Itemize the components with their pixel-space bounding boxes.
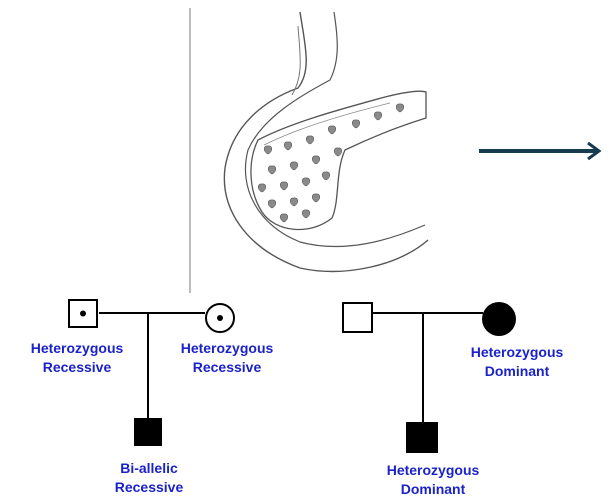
carrier-dot (217, 315, 223, 321)
child-affected-square (406, 422, 438, 453)
father-unaffected-square (343, 303, 372, 332)
label-line: Recessive (6, 358, 148, 377)
child-affected-square (134, 418, 162, 446)
right-child-label: Heterozygous Dominant (362, 461, 504, 499)
label-line: Heterozygous (362, 461, 504, 480)
right-arrow-icon (479, 143, 599, 159)
pancreas-illustration (190, 8, 428, 293)
label-line: Dominant (446, 362, 588, 381)
label-line: Recessive (78, 478, 220, 497)
carrier-dot (80, 311, 86, 317)
right-mother-label: Heterozygous Dominant (446, 343, 588, 381)
left-mother-label: Heterozygous Recessive (156, 339, 298, 377)
label-line: Dominant (362, 480, 504, 499)
label-line: Recessive (156, 358, 298, 377)
left-father-label: Heterozygous Recessive (6, 339, 148, 377)
left-child-label: Bi-allelic Recessive (78, 459, 220, 497)
label-line: Bi-allelic (78, 459, 220, 478)
label-line: Heterozygous (156, 339, 298, 358)
label-line: Heterozygous (446, 343, 588, 362)
mother-affected-circle (482, 302, 516, 336)
label-line: Heterozygous (6, 339, 148, 358)
